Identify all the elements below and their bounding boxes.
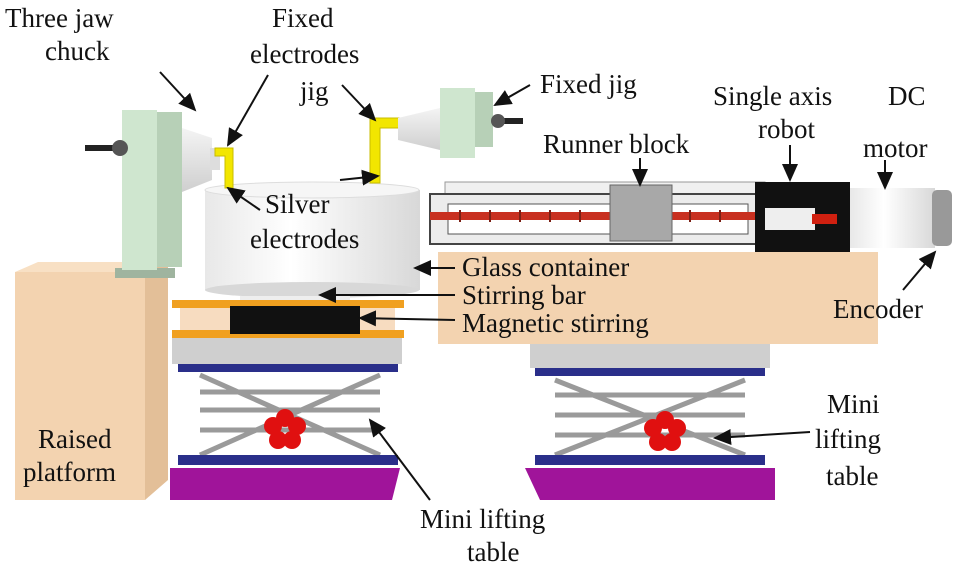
three-jaw-chuck-left: [182, 128, 220, 192]
label-three-jaw-chuck-1: Three jaw: [5, 3, 114, 33]
label-mini-lifting-table-bottom-2: table: [467, 537, 519, 567]
label-mini-lifting-table-right-2: lifting: [815, 424, 881, 454]
leader-arrows: [159, 71, 937, 501]
left-pillar: [85, 110, 182, 278]
glass-container: [204, 181, 420, 298]
label-fixed-electrodes-jig-3: jig: [299, 76, 329, 106]
dc-motor: [850, 188, 935, 248]
magnetic-stirrer: [172, 296, 404, 338]
label-single-axis-robot-2: robot: [758, 114, 815, 144]
label-fixed-electrodes-jig-1: Fixed: [272, 3, 334, 33]
label-mini-lifting-table-right-1: Mini: [827, 389, 880, 419]
encoder: [932, 190, 952, 246]
runner-block: [609, 184, 673, 242]
label-silver-electrodes-1: Silver: [265, 189, 330, 219]
right-lifting-table: [525, 344, 775, 500]
label-magnetic-stirring: Magnetic stirring: [462, 308, 649, 338]
label-raised-platform-1: Raised: [38, 424, 112, 454]
single-axis-robot: [429, 181, 952, 252]
label-glass-container: Glass container: [462, 252, 629, 282]
label-dc-motor-1: DC: [888, 81, 926, 111]
label-fixed-electrodes-jig-2: electrodes: [250, 39, 359, 69]
label-encoder: Encoder: [833, 294, 923, 324]
raised-platform: [15, 262, 168, 500]
label-silver-electrodes-2: electrodes: [250, 224, 359, 254]
label-raised-platform-2: platform: [23, 457, 116, 487]
right-pillar: [398, 88, 523, 158]
robot-platform: [438, 252, 878, 344]
label-three-jaw-chuck-2: chuck: [45, 36, 110, 66]
left-lifting-table: [170, 338, 402, 500]
label-mini-lifting-table-right-3: table: [826, 461, 878, 491]
label-mini-lifting-table-bottom-1: Mini lifting: [420, 504, 545, 534]
label-single-axis-robot-1: Single axis: [713, 81, 832, 111]
label-runner-block: Runner block: [543, 129, 690, 159]
label-fixed-jig: Fixed jig: [540, 69, 637, 99]
label-stirring-bar: Stirring bar: [462, 280, 586, 310]
label-dc-motor-2: motor: [863, 133, 928, 163]
knob-icon: [644, 411, 686, 451]
knob-icon: [264, 409, 306, 449]
